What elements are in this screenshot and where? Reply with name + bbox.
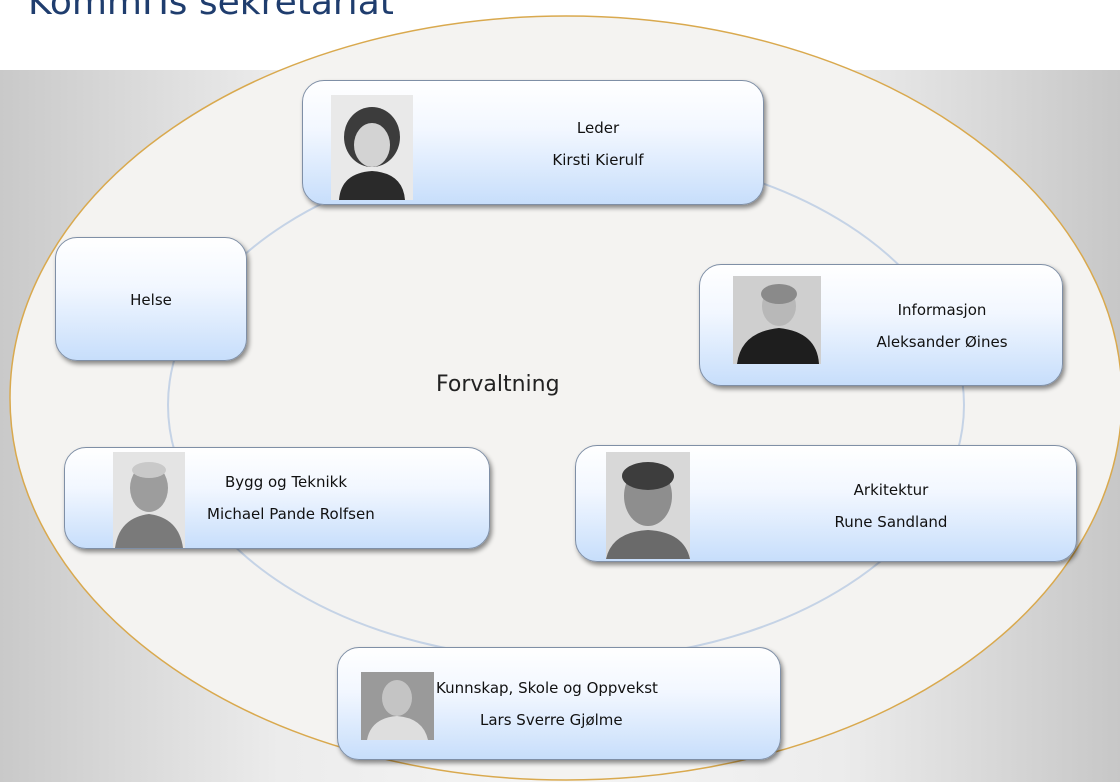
center-label: Forvaltning [436,372,560,397]
node-arkitektur: Arkitektur Rune Sandland [575,445,1077,562]
portrait-rune-sandland [606,452,690,559]
node-arkitektur-role: Arkitektur [853,481,929,499]
node-kunnskap: Kunnskap, Skole og Oppvekst Lars Sverre … [337,647,781,760]
page-title: KommITs sekretariat [28,0,394,23]
node-arkitektur-name: Rune Sandland [834,513,948,531]
node-informasjon-role: Informasjon [897,301,987,319]
portrait-kirsti-kierulf [331,95,413,200]
portrait-aleksander-oines [733,276,821,364]
node-informasjon-name: Aleksander Øines [876,333,1008,351]
node-kunnskap-name: Lars Sverre Gjølme [480,711,623,729]
node-helse: Helse [55,237,247,361]
node-leder: Leder Kirsti Kierulf [302,80,764,205]
node-informasjon: Informasjon Aleksander Øines [699,264,1063,386]
portrait-michael-pande-rolfsen [113,452,185,548]
node-kunnskap-role: Kunnskap, Skole og Oppvekst [436,679,658,697]
node-bygg-og-teknikk: Bygg og Teknikk Michael Pande Rolfsen [64,447,490,549]
portrait-lars-sverre-gjolme [361,672,434,740]
node-bygg-name: Michael Pande Rolfsen [207,505,375,523]
node-bygg-role: Bygg og Teknikk [225,473,348,491]
node-leder-name: Kirsti Kierulf [552,151,644,169]
node-leder-role: Leder [576,119,620,137]
node-helse-role: Helse [130,291,172,309]
